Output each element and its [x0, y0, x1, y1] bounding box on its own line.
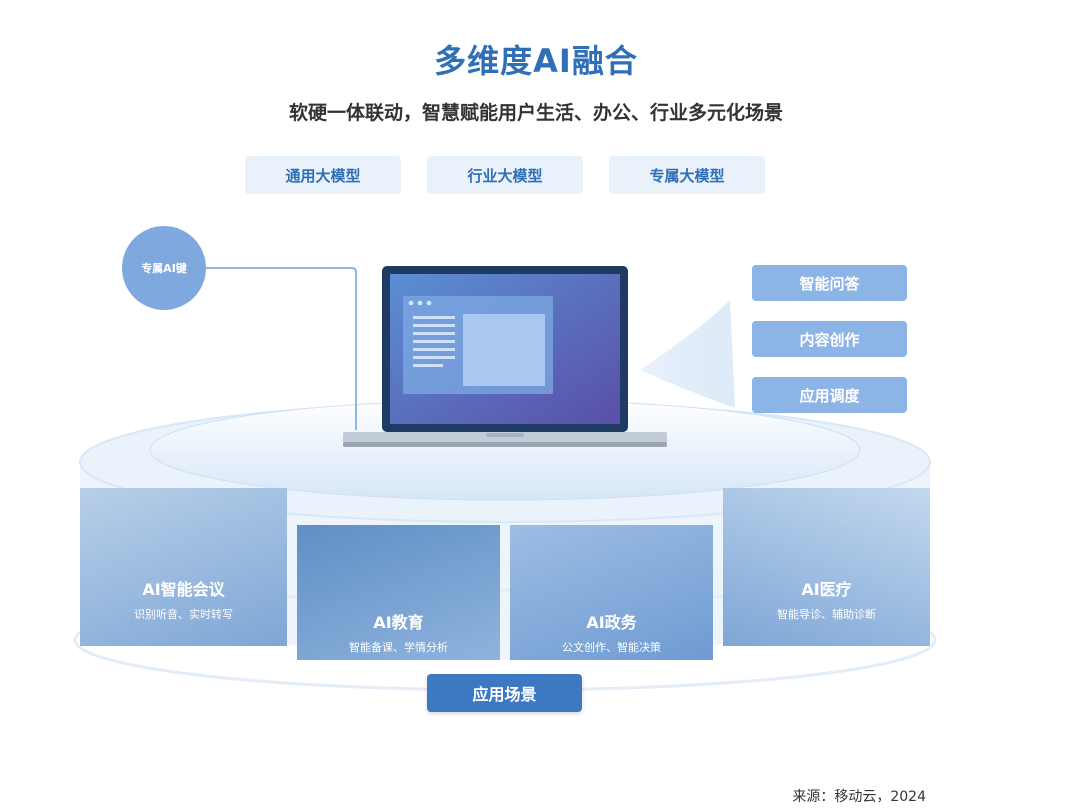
feature-qa: 智能问答	[752, 265, 907, 301]
scenario-title: AI智能会议	[142, 580, 225, 599]
scenario-title: AI医疗	[801, 580, 852, 599]
page-subtitle: 软硬一体联动，智慧赋能用户生活、办公、行业多元化场景	[288, 102, 783, 124]
ai-key-circle: 专属AI键	[122, 226, 206, 310]
page-title: 多维度AI融合	[434, 42, 638, 80]
source-note: 来源：移动云，2024	[792, 789, 926, 805]
scenario-title: AI政务	[586, 613, 637, 632]
scenario-card-education: AI教育 智能备课、学情分析	[297, 525, 500, 660]
feature-content-creation: 内容创作	[752, 321, 907, 357]
scenario-desc: 智能导诊、辅助诊断	[777, 608, 876, 621]
scenario-card-medical: AI医疗 智能导诊、辅助诊断	[723, 488, 930, 646]
model-industry: 行业大模型	[427, 156, 583, 194]
scenario-desc: 智能备课、学情分析	[349, 641, 448, 654]
scenario-card-government: AI政务 公文创作、智能决策	[510, 525, 713, 660]
model-general: 通用大模型	[245, 156, 401, 194]
scenario-desc: 识别听音、实时转写	[134, 608, 233, 621]
scenario-card-meeting: AI智能会议 识别听音、实时转写	[80, 488, 287, 646]
application-scenarios-label: 应用场景	[427, 674, 582, 712]
model-dedicated: 专属大模型	[609, 156, 765, 194]
scenario-title: AI教育	[373, 613, 424, 632]
feature-app-scheduling: 应用调度	[752, 377, 907, 413]
scenario-desc: 公文创作、智能决策	[562, 641, 661, 654]
